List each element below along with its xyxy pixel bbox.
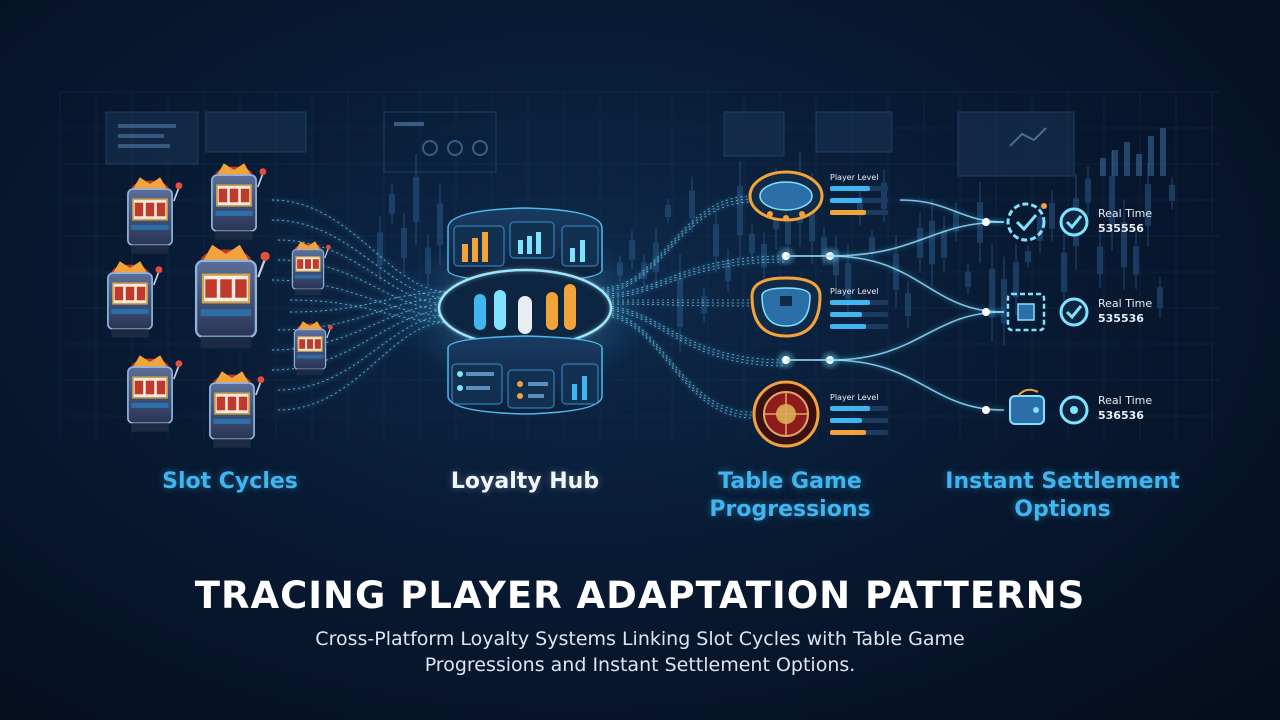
loyalty-hub-label: Loyalty Hub bbox=[450, 469, 600, 494]
slot-machine-icon bbox=[211, 163, 267, 240]
loyalty-hub bbox=[395, 207, 655, 415]
player-level-label-3: Player Level bbox=[830, 393, 879, 402]
settlement-value-3: 536536 bbox=[1098, 409, 1144, 422]
settlement-label-line-1: Instant Settlement bbox=[945, 469, 1180, 494]
check-circle-icon bbox=[1059, 297, 1089, 327]
settlement-column: Real Time 535556 Real Time 535536 Real T… bbox=[1006, 202, 1152, 425]
settlement-value-1: 535556 bbox=[1098, 222, 1144, 235]
gear-check-icon bbox=[1006, 202, 1047, 242]
roulette-wheel-icon bbox=[752, 380, 820, 448]
background-panels bbox=[105, 111, 1166, 177]
instant-settlement-label: Instant Settlement Options bbox=[920, 468, 1205, 524]
settlement-label-3: Real Time bbox=[1098, 394, 1152, 407]
blackjack-table-icon bbox=[750, 276, 822, 338]
player-level-label-2: Player Level bbox=[830, 287, 879, 296]
slot-machine-icon bbox=[209, 371, 265, 448]
slot-machine-icon bbox=[127, 355, 183, 432]
main-title: TRACING PLAYER ADAPTATION PATTERNS bbox=[194, 574, 1086, 617]
table-label-line-1: Table Game bbox=[718, 469, 862, 494]
settlement-label-2: Real Time bbox=[1098, 297, 1152, 310]
table-game-column: Player Level Player Level Player Level bbox=[748, 170, 888, 448]
slot-machine-icon bbox=[127, 177, 183, 254]
slot-machine-icon bbox=[291, 241, 331, 296]
slot-machine-icon bbox=[293, 321, 333, 376]
table-to-settlement-flow bbox=[829, 197, 1005, 414]
slot-machine-icon bbox=[194, 244, 270, 349]
settlement-label-1: Real Time bbox=[1098, 207, 1152, 220]
subtitle: Cross-Platform Loyalty Systems Linking S… bbox=[240, 626, 1040, 678]
table-label-line-2: Progressions bbox=[709, 497, 871, 522]
player-level-label-1: Player Level bbox=[830, 173, 879, 182]
table-game-progressions-label: Table Game Progressions bbox=[680, 468, 900, 524]
slot-machines-group bbox=[107, 163, 333, 448]
subtitle-line-1: Cross-Platform Loyalty Systems Linking S… bbox=[315, 628, 965, 650]
target-circle-icon bbox=[1059, 395, 1089, 425]
slot-cycles-label: Slot Cycles bbox=[162, 469, 298, 494]
subtitle-line-2: Progressions and Instant Settlement Opti… bbox=[424, 654, 856, 676]
wallet-icon bbox=[1009, 388, 1045, 425]
chip-icon bbox=[1006, 292, 1046, 332]
card-table-icon bbox=[748, 170, 824, 222]
check-circle-icon bbox=[1059, 207, 1089, 237]
slot-machine-icon bbox=[107, 261, 163, 338]
settlement-label-line-2: Options bbox=[1014, 497, 1111, 522]
settlement-value-2: 535536 bbox=[1098, 312, 1144, 325]
